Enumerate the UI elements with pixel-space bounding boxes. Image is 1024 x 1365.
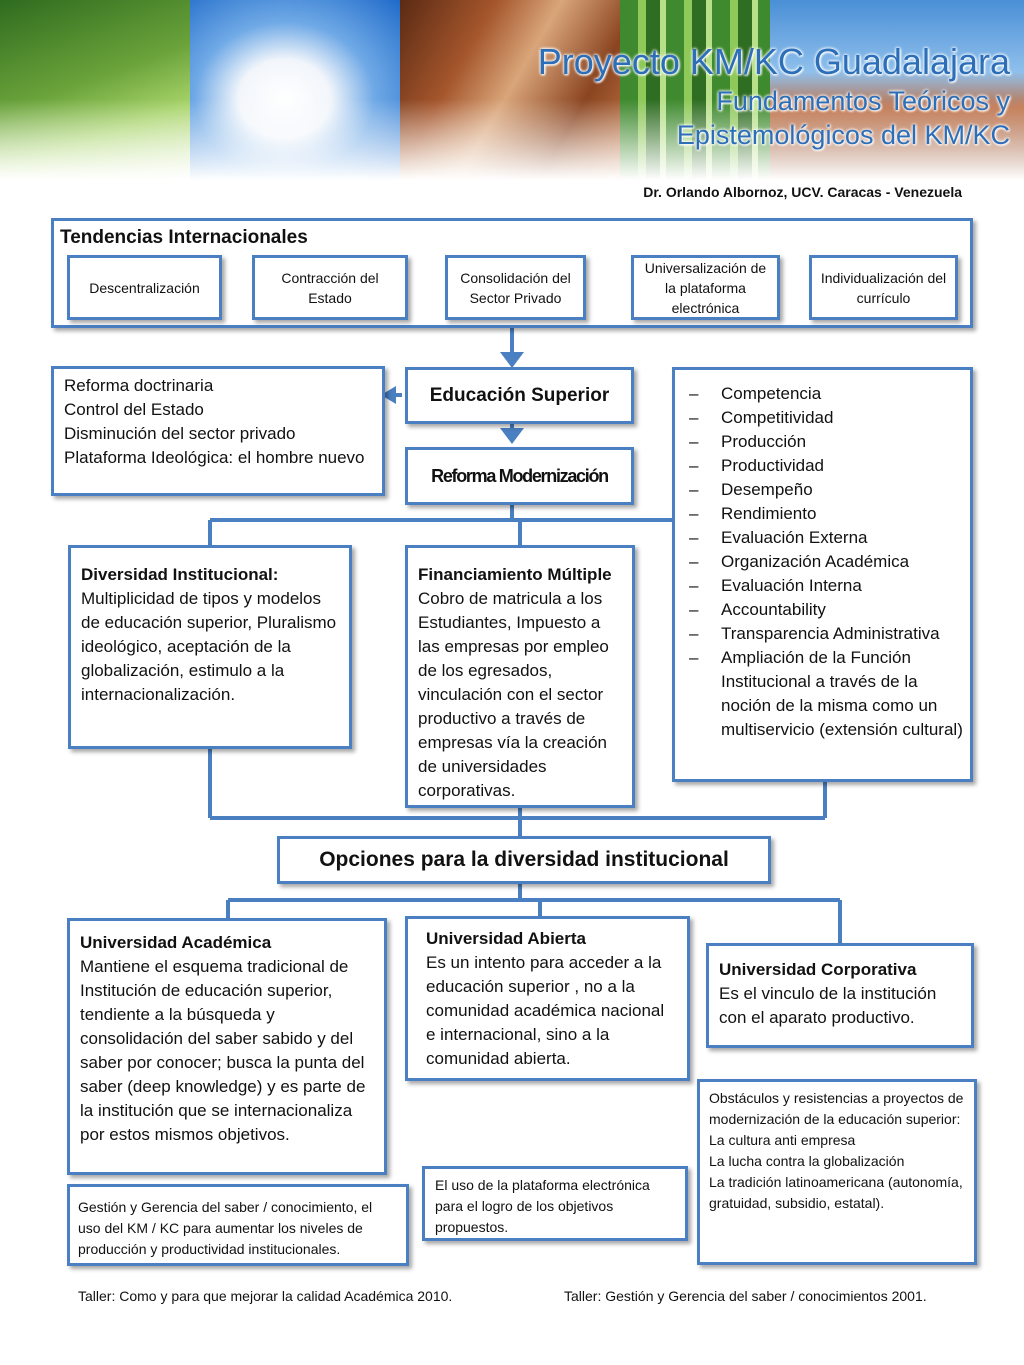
diversidad-body: Multiplicidad de tipos y modelos de educ…	[81, 589, 337, 704]
abierta-heading: Universidad Abierta	[426, 929, 586, 948]
footer-left: Taller: Como y para que mejorar la calid…	[78, 1288, 453, 1304]
reforma-line: Disminución del sector privado	[64, 424, 296, 443]
educacion-superior-box: Educación Superior	[405, 367, 634, 424]
gestion-box: Gestión y Gerencia del saber / conocimie…	[67, 1184, 409, 1266]
academica-body: Mantiene el esquema tradicional de Insti…	[80, 957, 366, 1144]
reforma-modernizacion-box: Reforma Modernización	[405, 447, 634, 505]
competencia-item: Rendimiento	[679, 502, 966, 526]
competencia-item: Competitividad	[679, 406, 966, 430]
obstaculos-line: Obstáculos y resistencias a proyectos de…	[709, 1090, 964, 1127]
competencia-item: Producción	[679, 430, 966, 454]
diversidad-heading: Diversidad Institucional:	[81, 565, 279, 584]
obstaculos-line: La cultura anti empresa	[709, 1132, 856, 1148]
tendencia-item: Individualización del currículo	[809, 255, 958, 320]
abierta-body: Es un intento para acceder a la educació…	[426, 953, 665, 1068]
academica-heading: Universidad Académica	[80, 933, 272, 952]
diversidad-box: Diversidad Institucional: Multiplicidad …	[68, 545, 352, 749]
competencia-item: Evaluación Externa	[679, 526, 966, 550]
page-title: Proyecto KM/KC Guadalajara	[537, 41, 1010, 82]
tendencia-item: Descentralización	[67, 255, 222, 320]
universidad-academica-box: Universidad Académica Mantiene el esquem…	[67, 918, 387, 1175]
page-subtitle-line1: Fundamentos Teóricos y	[716, 86, 1010, 116]
competencia-item: Ampliación de la Función Institucional a…	[679, 646, 966, 742]
corporativa-body: Es el vinculo de la institución con el a…	[719, 984, 937, 1027]
plataforma-box: El uso de la plataforma electrónica para…	[422, 1166, 688, 1241]
financiamiento-heading: Financiamiento Múltiple	[418, 565, 612, 584]
competencia-item: Transparencia Administrativa	[679, 622, 966, 646]
author-credit: Dr. Orlando Albornoz, UCV. Caracas - Ven…	[643, 184, 962, 200]
tendencia-item: Contracción del Estado	[252, 255, 408, 320]
financiamiento-box: Financiamiento Múltiple Cobro de matricu…	[405, 545, 635, 808]
reforma-line: Control del Estado	[64, 400, 204, 419]
footer-right: Taller: Gestión y Gerencia del saber / c…	[564, 1288, 927, 1304]
obstaculos-line: La lucha contra la globalización	[709, 1153, 905, 1169]
tendencia-item: Universalización de la plataforma electr…	[631, 255, 780, 320]
obstaculos-box: Obstáculos y resistencias a proyectos de…	[697, 1079, 977, 1265]
reforma-doctrinaria-box: Reforma doctrinaria Control del Estado D…	[51, 366, 385, 496]
corporativa-heading: Universidad Corporativa	[719, 960, 917, 979]
universidad-abierta-box: Universidad Abierta Es un intento para a…	[405, 916, 690, 1081]
header-banner	[0, 0, 1024, 180]
tendencias-heading: Tendencias Internacionales	[60, 227, 308, 248]
competencia-item: Competencia	[679, 382, 966, 406]
competencia-item: Productividad	[679, 454, 966, 478]
competencia-item: Evaluación Interna	[679, 574, 966, 598]
obstaculos-line: La tradición latinoamericana (autonomía,…	[709, 1174, 963, 1211]
competencias-box: CompetenciaCompetitividadProducciónProdu…	[672, 367, 973, 782]
opciones-box: Opciones para la diversidad instituciona…	[277, 836, 771, 884]
header-title-block: Proyecto KM/KC Guadalajara Fundamentos T…	[538, 40, 1010, 152]
universidad-corporativa-box: Universidad Corporativa Es el vinculo de…	[706, 943, 974, 1048]
competencia-item: Desempeño	[679, 478, 966, 502]
financiamiento-body: Cobro de matricula a los Estudiantes, Im…	[418, 589, 609, 800]
competencias-list: CompetenciaCompetitividadProducciónProdu…	[679, 382, 966, 742]
competencia-item: Accountability	[679, 598, 966, 622]
competencia-item: Organización Académica	[679, 550, 966, 574]
tendencia-item: Consolidación del Sector Privado	[445, 255, 586, 320]
reforma-line: Plataforma Ideológica: el hombre nuevo	[64, 448, 365, 467]
reforma-line: Reforma doctrinaria	[64, 376, 214, 395]
page-subtitle-line2: Epistemológicos del KM/KC	[676, 120, 1010, 150]
